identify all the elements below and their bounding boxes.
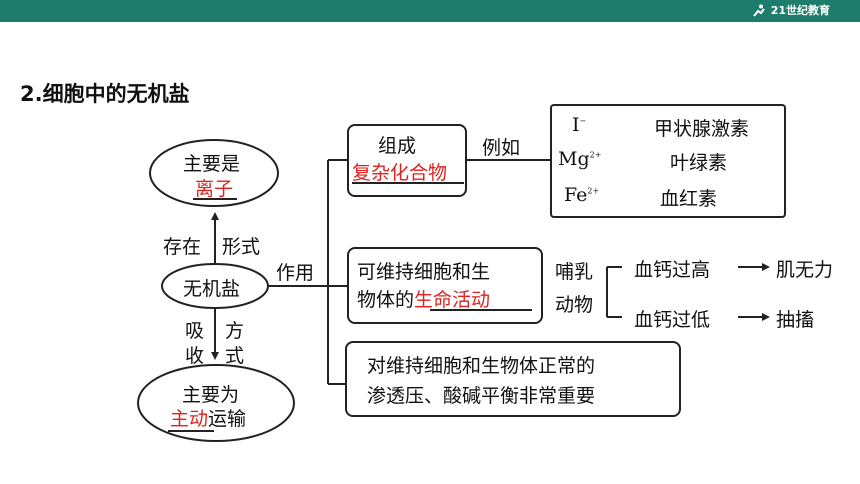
examples-box	[550, 104, 786, 218]
logo-text: 21世纪教育	[770, 4, 830, 17]
convulsion: 抽搐	[776, 309, 815, 331]
example-ion: I−	[572, 114, 587, 136]
calcium-high: 血钙过高	[634, 259, 711, 281]
mammal-line1: 哺乳	[555, 261, 594, 283]
inorganic-salt-label: 无机盐	[183, 278, 241, 300]
mammal-line2: 动物	[555, 294, 594, 316]
ion-form-ellipse	[149, 139, 279, 207]
example-compound: 叶绿素	[670, 152, 728, 174]
example-ion: Fe2+	[564, 184, 600, 206]
composition-line1: 组成	[378, 135, 417, 157]
blank-underline	[193, 198, 237, 200]
mode-char-2: 式	[225, 345, 245, 367]
active-word: 主动	[170, 408, 209, 430]
runner-icon	[751, 4, 767, 18]
life-activity-red: 生命活动	[414, 289, 491, 311]
example-ion: Mg2+	[558, 148, 602, 170]
composition-line2: 复杂化合物	[352, 162, 448, 184]
example-compound: 血红素	[660, 188, 718, 210]
absorb-char-1: 吸	[185, 320, 205, 342]
blank-underline	[430, 309, 532, 311]
form-label: 形式	[222, 236, 261, 258]
transport-word: 运输	[208, 408, 247, 430]
example-compound: 甲状腺激素	[654, 118, 750, 140]
mode-char-1: 方	[225, 320, 245, 342]
brand-logo: 21世纪教育	[751, 2, 830, 20]
blank-underline	[352, 182, 464, 184]
life-activity-line1: 可维持细胞和生	[357, 261, 491, 283]
ion-form-line2: 离子	[195, 178, 234, 200]
role-label: 作用	[276, 262, 315, 284]
slide-title: 2.细胞中的无机盐	[20, 82, 190, 106]
header-bar: 21世纪教育	[0, 0, 860, 22]
life-activity-box	[347, 247, 543, 324]
osmotic-line2: 渗透压、酸碱平衡非常重要	[367, 385, 596, 407]
existence-label: 存在	[163, 236, 202, 258]
absorb-char-2: 收	[185, 345, 205, 367]
composition-box	[347, 124, 467, 197]
blank-underline	[168, 430, 214, 432]
muscle-weakness: 肌无力	[776, 259, 834, 281]
transport-line1: 主要为	[182, 384, 240, 406]
active-transport-ellipse	[137, 364, 295, 442]
life-activity-line2: 物体的生命活动	[357, 289, 491, 311]
ion-form-line1: 主要是	[183, 153, 241, 175]
osmotic-box	[345, 341, 681, 417]
calcium-low: 血钙过低	[634, 309, 711, 331]
osmotic-line1: 对维持细胞和生物体正常的	[367, 355, 596, 377]
transport-line2: 主动运输	[170, 404, 246, 431]
example-label: 例如	[482, 137, 521, 159]
